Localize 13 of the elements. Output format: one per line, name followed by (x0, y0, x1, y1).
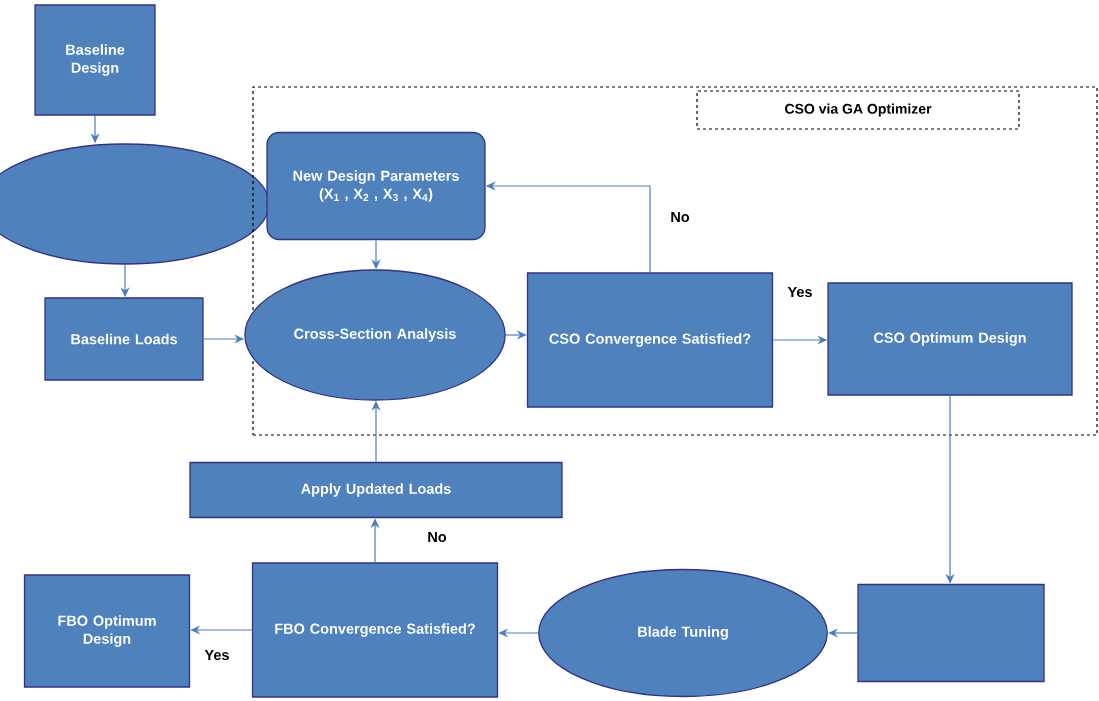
process-box: CSO Convergence Satisfied? (526, 272, 774, 408)
process-box: Baseline Design (34, 4, 156, 116)
edge-label: No (669, 210, 691, 224)
process-box: CSO Optimum Design (827, 282, 1073, 396)
process-box (857, 583, 1045, 683)
edge-label: No (426, 530, 448, 544)
process-box: Baseline Loads (44, 297, 204, 381)
process-box: FBO Convergence Satisfied? (251, 562, 499, 698)
process-box: FBO Optimum Design (23, 574, 191, 688)
edge-label: Yes (203, 648, 231, 662)
process-box: Apply Updated Loads (189, 461, 563, 519)
edge-label: Yes (786, 285, 814, 299)
rounded-box: New Design Parameters (X$_{1}$ , X$_{2}$ , X$_{3}$ , X$_{4}$) (266, 131, 486, 241)
